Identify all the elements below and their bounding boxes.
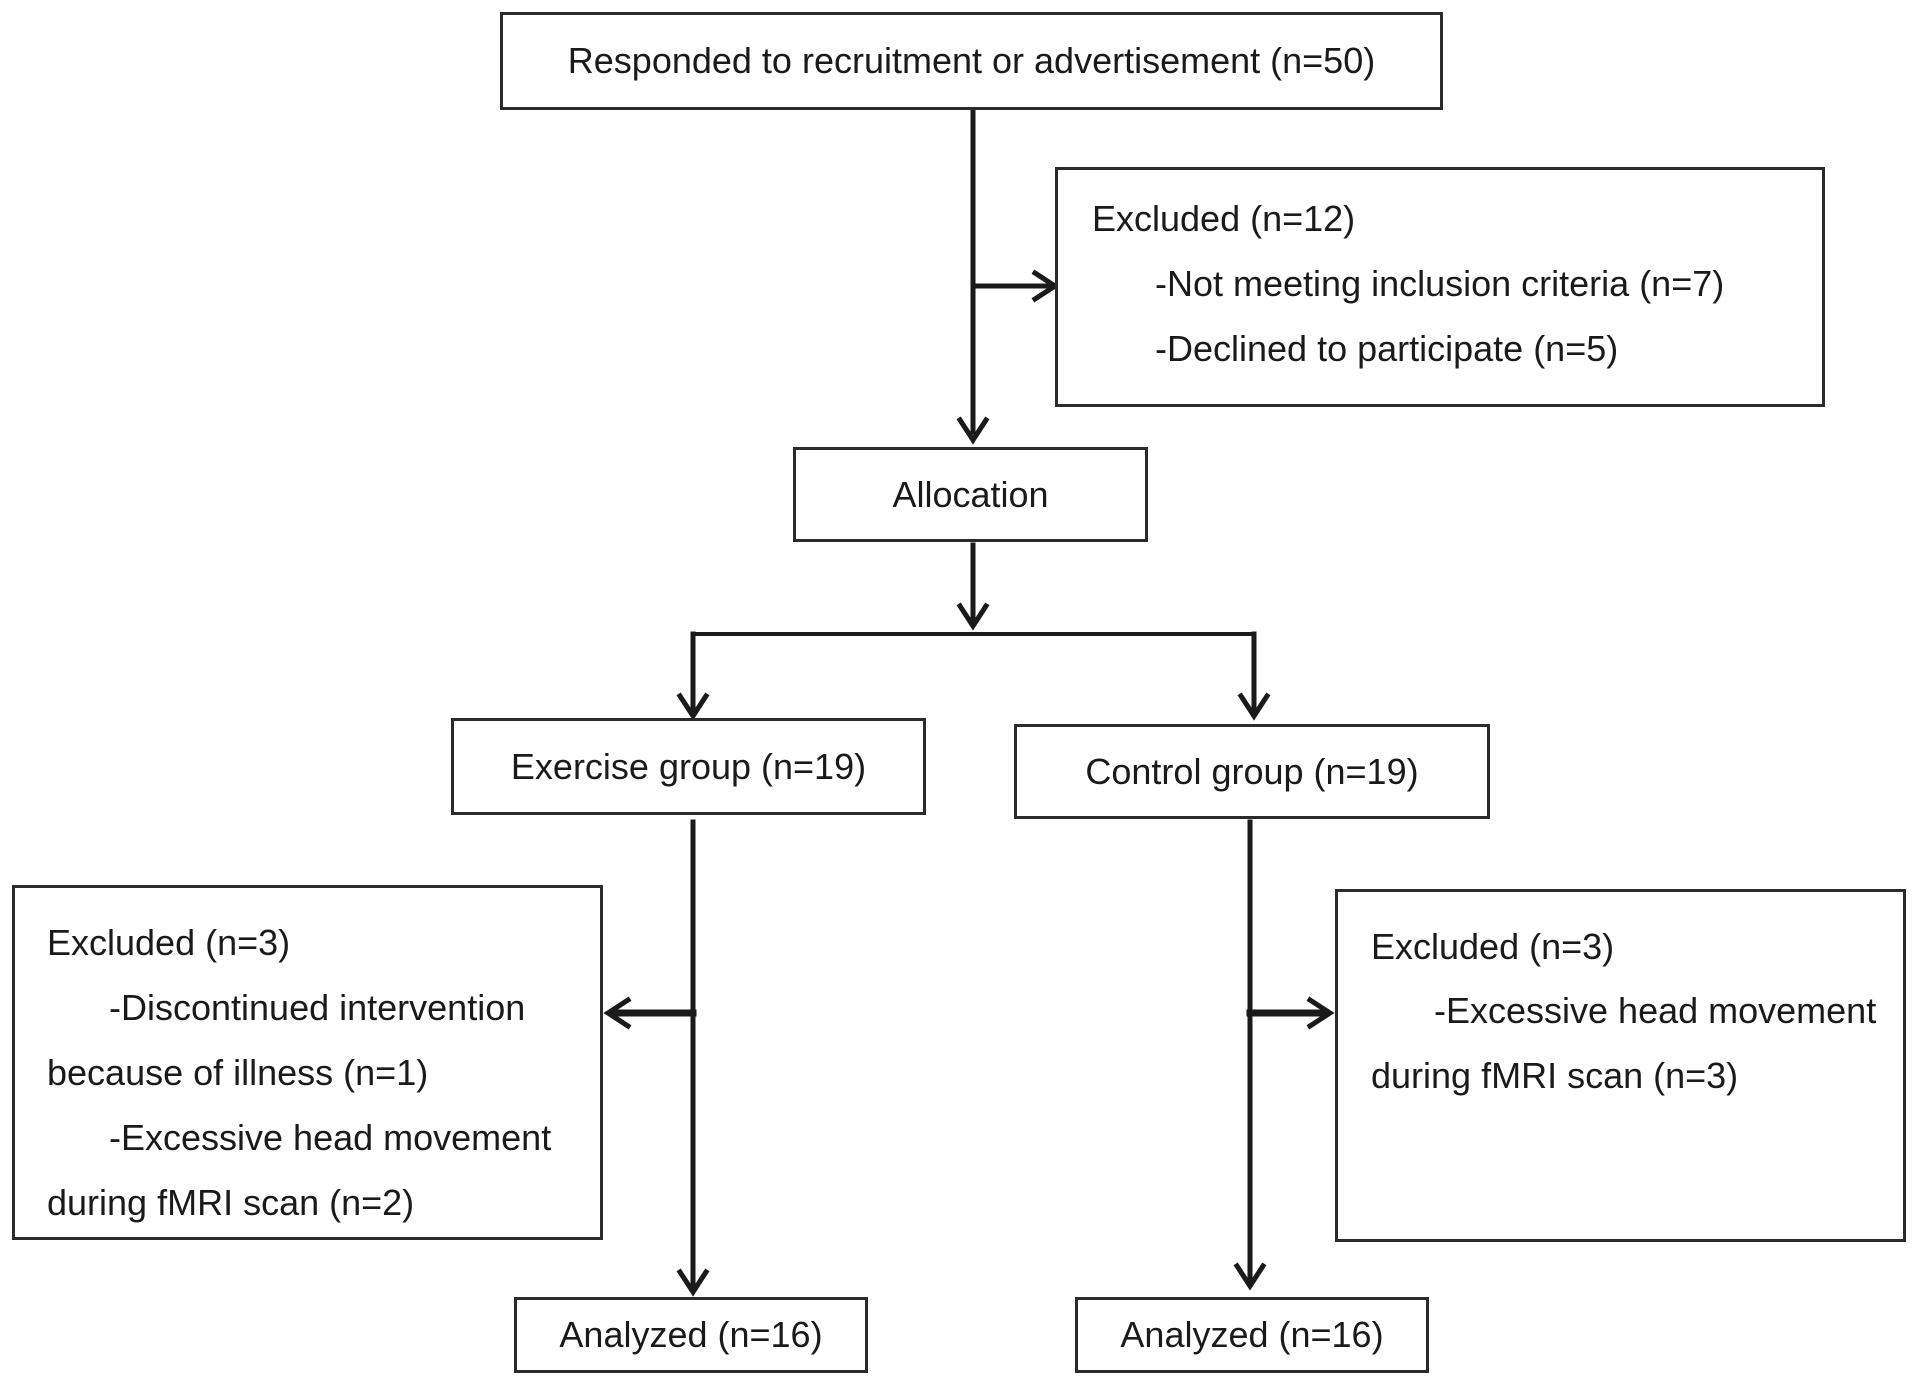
excluded-top-title: Excluded (n=12) (1092, 198, 1356, 239)
arrowhead-allocation (956, 416, 990, 445)
excluded-top-item: -Declined to participate (n=5) (1155, 328, 1619, 369)
excluded-top-box: Excluded (n=12) -Not meeting inclusion c… (1055, 167, 1825, 407)
excluded-control-line: -Excessive head movement (1434, 990, 1877, 1031)
excluded-exercise-box: Excluded (n=3) -Discontinued interventio… (12, 885, 603, 1240)
analyzed-exercise-box: Analyzed (n=16) (514, 1297, 868, 1373)
allocation-text: Allocation (892, 473, 1049, 515)
arrowhead-allocation-down (956, 602, 990, 631)
allocation-box: Allocation (793, 447, 1148, 542)
arrowhead-control-group (1237, 692, 1271, 721)
excluded-exercise-title: Excluded (n=3) (47, 922, 291, 963)
analyzed-control-box: Analyzed (n=16) (1075, 1297, 1429, 1373)
control-group-box: Control group (n=19) (1014, 724, 1490, 819)
exercise-group-box: Exercise group (n=19) (451, 718, 926, 815)
excluded-control-line: during fMRI scan (n=3) (1371, 1055, 1739, 1096)
recruitment-text: Responded to recruitment or advertisemen… (567, 40, 1376, 81)
excluded-exercise-line: because of illness (n=1) (47, 1052, 429, 1093)
excluded-control-title: Excluded (n=3) (1371, 926, 1615, 967)
excluded-exercise-line: -Discontinued intervention (109, 987, 526, 1028)
recruitment-box: Responded to recruitment or advertisemen… (500, 12, 1443, 110)
control-group-text: Control group (n=19) (1085, 750, 1419, 792)
analyzed-exercise-text: Analyzed (n=16) (559, 1314, 823, 1355)
excluded-exercise-line: during fMRI scan (n=2) (47, 1182, 415, 1223)
arrowhead-exercise-group (676, 692, 710, 721)
excluded-top-item: -Not meeting inclusion criteria (n=7) (1155, 263, 1725, 304)
excluded-control-box: Excluded (n=3) -Excessive head movement … (1335, 889, 1906, 1242)
arrowhead-excluded-control (1306, 996, 1335, 1030)
arrowhead-analyzed-exercise (676, 1268, 710, 1297)
arrowhead-analyzed-control (1233, 1262, 1267, 1291)
arrowhead-excluded-exercise (603, 996, 632, 1030)
exercise-group-text: Exercise group (n=19) (510, 745, 867, 787)
analyzed-control-text: Analyzed (n=16) (1120, 1314, 1384, 1355)
excluded-exercise-line: -Excessive head movement (109, 1117, 552, 1158)
